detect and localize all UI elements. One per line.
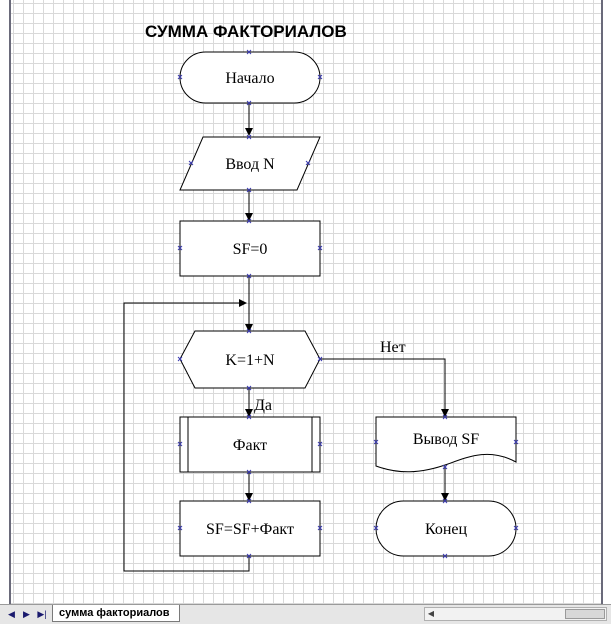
last-sheet-button[interactable]: ▶| [37, 609, 47, 619]
fact-node[interactable]: Факт [179, 416, 321, 473]
flowchart: СУММА ФАКТОРИАЛОВ Да Нет Начало Ввод N S… [123, 22, 519, 572]
left-border [0, 0, 11, 604]
edge-loop-output [320, 358, 449, 417]
edge-loop-back [123, 299, 250, 572]
fact-node-label: Факт [233, 437, 267, 454]
vertical-scrollbar[interactable] [601, 0, 611, 604]
loop-node[interactable]: K=1+N [179, 330, 321, 389]
sum-node-label: SF=SF+Факт [206, 521, 294, 538]
end-node-label: Конец [425, 521, 468, 538]
next-sheet-button[interactable]: ▶ [23, 609, 30, 619]
first-sheet-button[interactable]: ◀ [8, 609, 15, 619]
end-node[interactable]: Конец [375, 500, 517, 557]
start-node[interactable]: Начало [179, 51, 321, 104]
connection-points [177, 49, 519, 559]
sheet-tab-bar: ◀ ▶ ▶| сумма факториалов ◀ [0, 604, 611, 624]
init-node[interactable]: SF=0 [179, 220, 321, 277]
scroll-left-arrow-icon[interactable]: ◀ [427, 609, 435, 618]
sum-node[interactable]: SF=SF+Факт [179, 500, 321, 557]
output-node-label: Вывод SF [413, 431, 479, 448]
horizontal-scrollbar[interactable]: ◀ [424, 607, 607, 621]
sheet-tab-active[interactable]: сумма факториалов [52, 605, 180, 622]
diagram-title: СУММА ФАКТОРИАЛОВ [145, 22, 347, 41]
init-node-label: SF=0 [233, 241, 268, 258]
edge-label-no: Нет [380, 339, 406, 356]
loop-node-label: K=1+N [225, 352, 275, 369]
scroll-thumb[interactable] [565, 609, 605, 619]
edge-label-yes: Да [254, 397, 272, 414]
start-node-label: Начало [225, 70, 274, 87]
input-node-label: Ввод N [225, 156, 275, 173]
output-node[interactable]: Вывод SF [375, 416, 517, 473]
input-node[interactable]: Ввод N [179, 136, 321, 191]
